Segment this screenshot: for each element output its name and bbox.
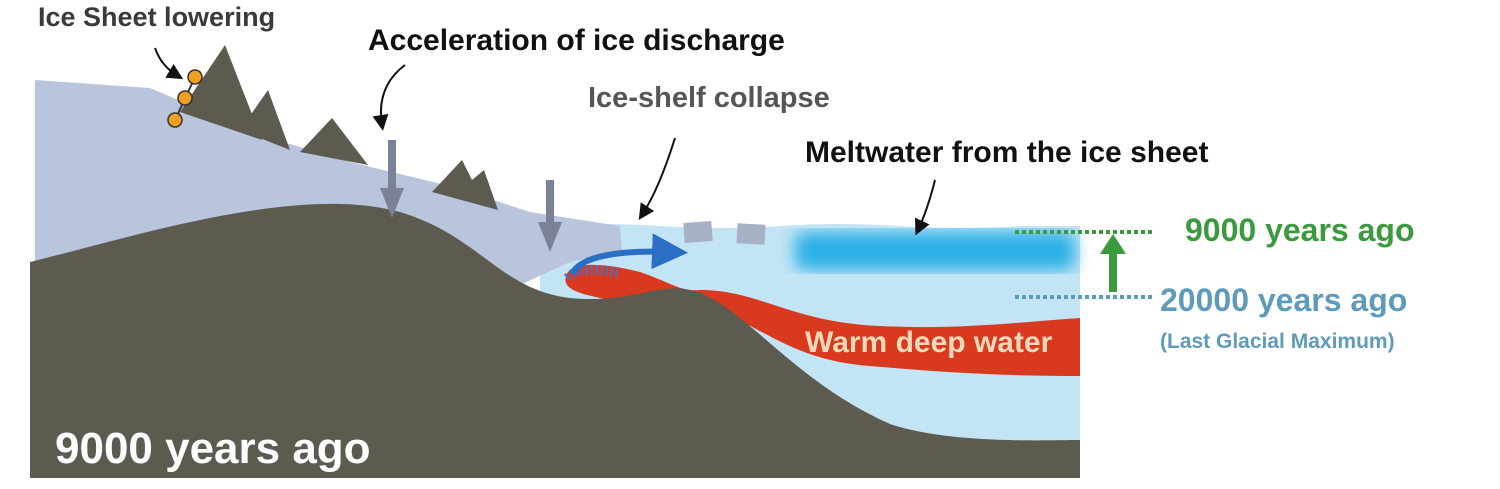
- label-lgm: (Last Glacial Maximum): [1160, 330, 1395, 353]
- pointer-arrows: [154, 47, 936, 236]
- meltwater-layer: [795, 232, 1075, 270]
- period-label: 9000 years ago: [55, 424, 371, 473]
- label-9000-level: 9000 years ago: [1185, 212, 1415, 248]
- label-20000-level: 20000 years ago: [1160, 282, 1408, 318]
- ice-block: [736, 223, 766, 245]
- sea-level-rise-arrow: [1100, 234, 1126, 292]
- discharge-arrows: [380, 140, 562, 252]
- mountains: [180, 45, 498, 210]
- circulation-arrow: [569, 233, 688, 276]
- label-ice-shelf-collapse: Ice-shelf collapse: [588, 82, 830, 114]
- bedrock: [30, 203, 1080, 479]
- label-ice-sheet-lowering: Ice Sheet lowering: [38, 2, 276, 32]
- label-meltwater: Meltwater from the ice sheet: [805, 136, 1209, 169]
- label-warm-deep-water: Warm deep water: [805, 326, 1053, 359]
- label-acceleration: Acceleration of ice discharge: [368, 24, 785, 57]
- ice-lowering-dots: [167, 69, 203, 128]
- ice-block: [683, 221, 713, 243]
